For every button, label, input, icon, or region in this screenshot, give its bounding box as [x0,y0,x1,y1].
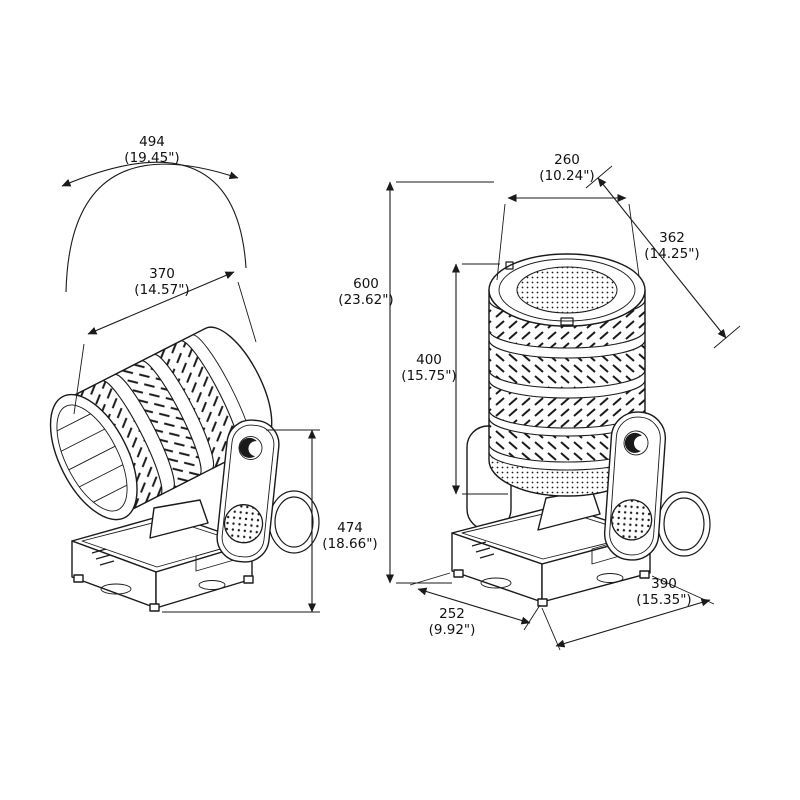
dim-label-head-top-width-mm: 260 [554,152,580,168]
dim-label-head-width-mm: 370 [149,266,175,282]
extension-lines [73,281,257,415]
fixture-head-upright [488,253,646,497]
dim-line [597,177,727,339]
dimension-annotations: 494 (19.45") 370 (14.57") 474 (18.66") 6… [61,134,741,651]
yoke-column-left [149,499,209,539]
fan-grille-icon [223,504,264,544]
base-handle-icon [198,580,226,590]
head-vent-band [114,360,202,490]
dim-label-head-top-width-in: (10.24") [539,168,594,184]
dim-label-head-width-in: (14.57") [134,282,189,298]
dim-label-base-depth-mm: 252 [439,606,465,622]
base-handle-icon [100,583,132,595]
tilt-arc [65,163,239,293]
dim-overall-height: 600 (23.62") [338,181,494,584]
dim-label-yoke-height-mm: 474 [337,520,363,536]
dim-head-height: 400 (15.75") [401,263,508,495]
fixture-tilted-view [49,326,320,612]
dim-label-overall-height-mm: 600 [353,276,379,292]
head-louvers [56,413,128,503]
brand-logo-ring [623,430,649,456]
dim-head-width: 370 (14.57") [73,266,257,415]
dim-base-depth: 252 (9.92") [409,572,541,638]
head-vent-band [488,379,646,429]
brand-logo-ring [238,436,263,460]
dim-label-base-width-mm: 390 [651,576,677,592]
base-feet [73,574,254,612]
yoke-arm-inset [609,416,661,556]
dim-line [87,271,235,335]
extension-lines [462,263,508,495]
dim-line [555,598,711,648]
fan-grille-icon [610,499,653,541]
fixture-upright-view [451,253,711,607]
dim-head-diagonal: 362 (14.25") [585,165,741,349]
dim-label-head-diagonal-mm: 362 [659,230,685,246]
cable-outer [657,491,711,557]
brand-logo-icon [239,437,257,458]
dim-label-head-height-mm: 400 [416,352,442,368]
extension-lines [409,572,541,631]
dim-tilt-span: 494 (19.45") [61,134,247,293]
yoke-arm-left-fixture [216,419,280,563]
base-vent-slots [471,541,495,559]
cable-inner [663,497,705,551]
extension-lines [396,181,494,584]
brand-logo-icon [624,432,643,453]
dim-label-base-depth-in: (9.92") [429,622,476,638]
dim-label-head-diagonal-in: (14.25") [644,246,699,262]
dim-label-tilt-span-in: (19.45") [124,150,179,166]
cable-inner [274,496,314,548]
dim-yoke-height: 474 (18.66") [162,429,378,613]
head-top-detail [505,261,514,270]
fixture-head-tilted [49,326,273,521]
extension-lines [585,165,741,349]
yoke-arm-right-fixture [603,411,667,561]
dim-base-width: 390 (15.35") [541,575,715,651]
extension-lines [162,429,320,613]
head-top-detail [560,317,574,326]
yoke-arm-inset [221,424,275,558]
dim-label-base-width-in: (15.35") [636,592,691,608]
base-vent-slots [91,548,115,566]
base-feet [453,569,650,607]
head-lens-array [516,266,618,314]
tilt-arc [61,161,247,269]
dim-label-tilt-span-mm: 494 [139,134,165,150]
base-handle-icon [596,573,624,583]
cable-loop-right [657,491,711,557]
dim-label-overall-height-in: (23.62") [338,292,393,308]
dim-label-yoke-height-in: (18.66") [322,536,377,552]
dim-label-head-height-in: (15.75") [401,368,456,384]
dim-line [417,587,531,625]
extension-lines [541,575,715,651]
head-vent-band [488,339,646,389]
fixture-base-left [71,513,254,612]
